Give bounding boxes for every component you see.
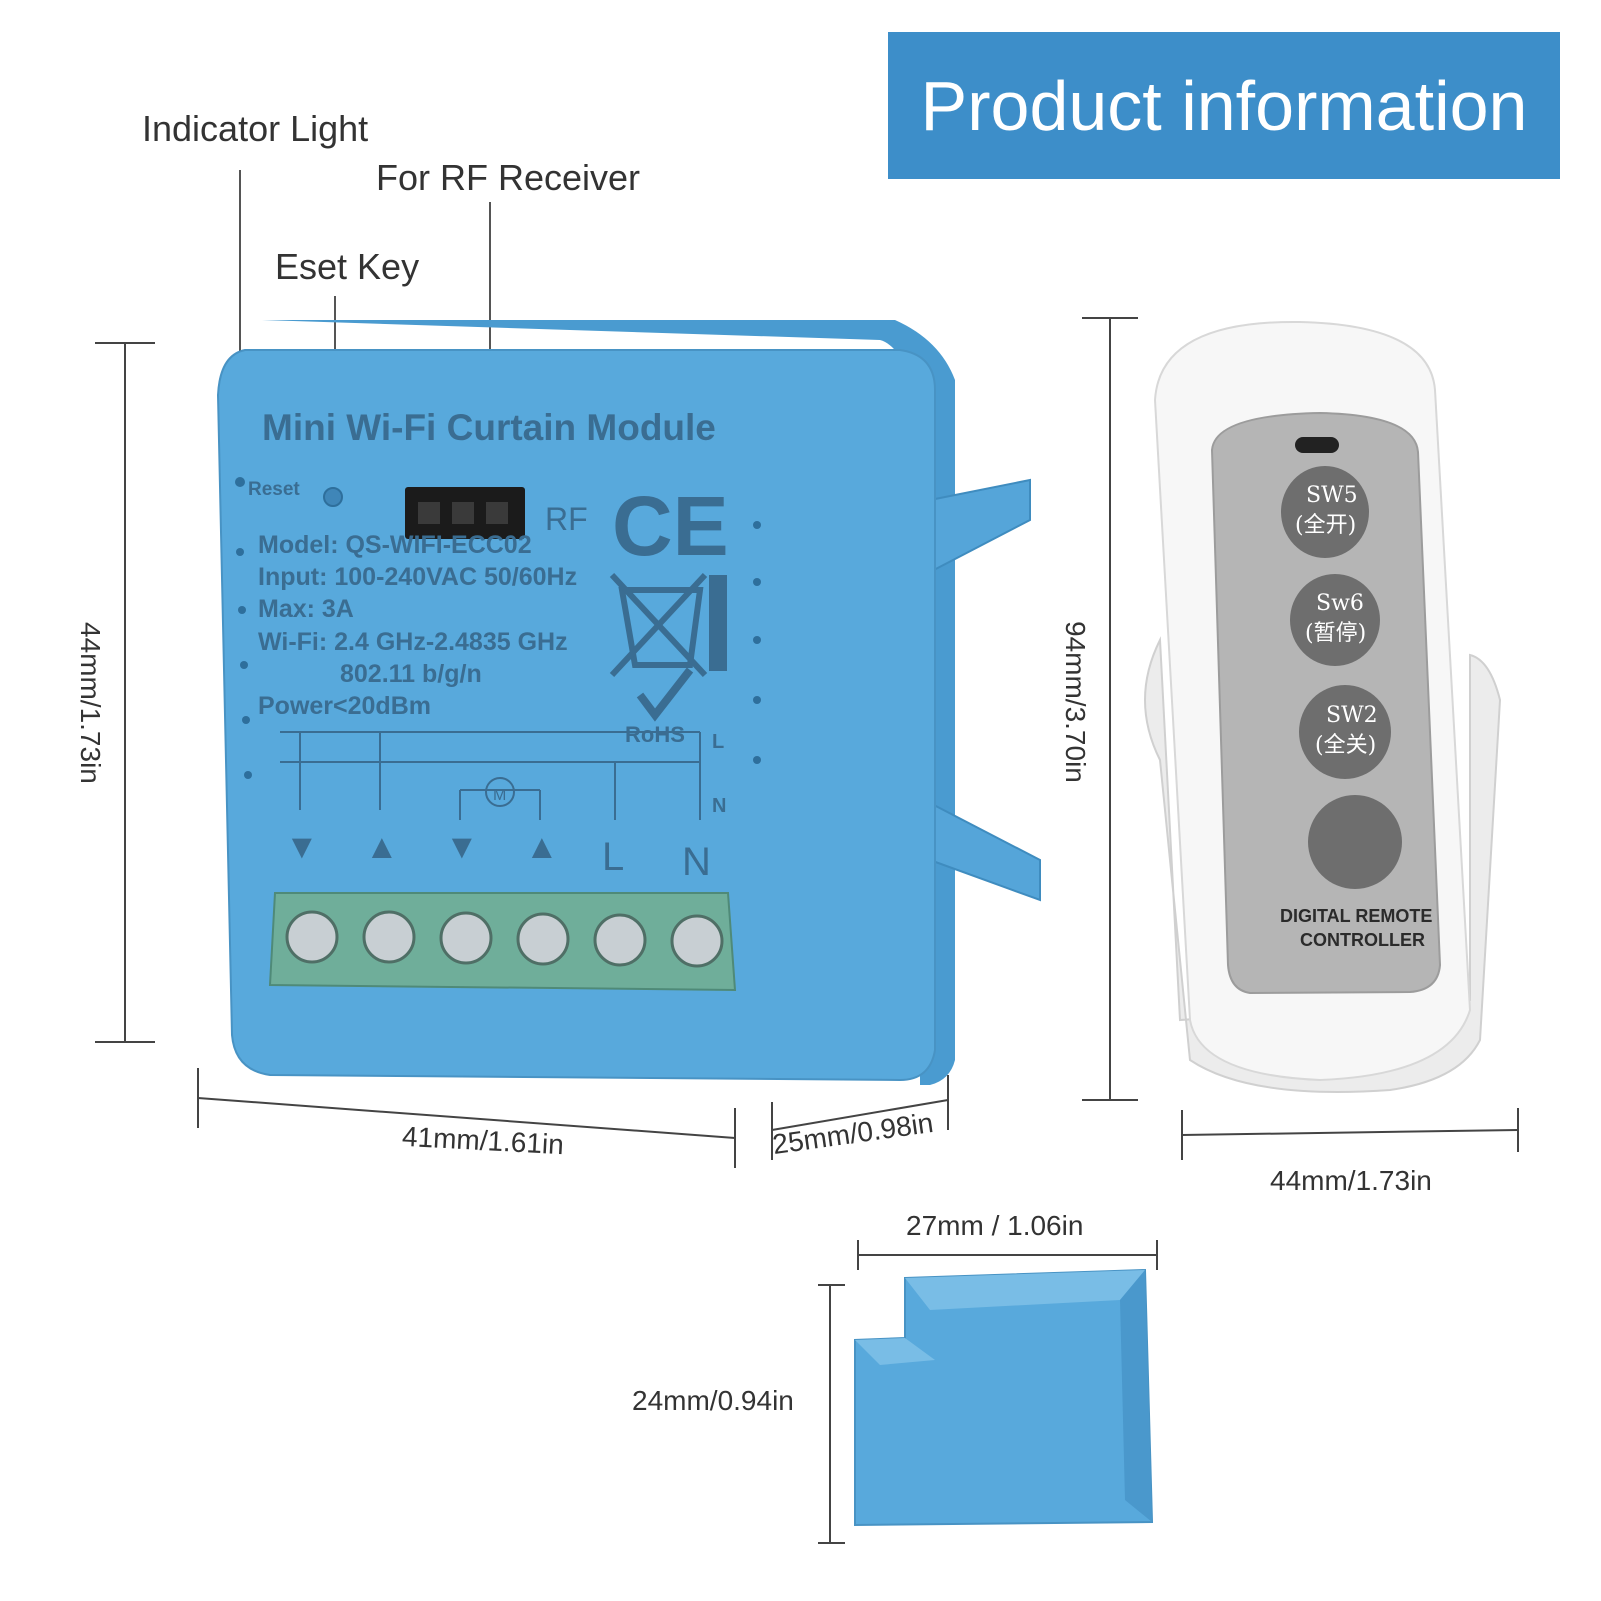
indicator-light-label: Indicator Light bbox=[142, 108, 369, 149]
spec-wifi-standard: 802.11 b/g/n bbox=[340, 660, 482, 688]
clip-width-label: 27mm / 1.06in bbox=[906, 1210, 1084, 1241]
remote-control: SW5 (全开) Sw6 (暂停) SW2 (全关) DIGITAL REMOT… bbox=[1144, 320, 1502, 1093]
terminal-screws bbox=[285, 910, 724, 968]
reset-label: Reset bbox=[248, 479, 300, 500]
remote-brand-line2: CONTROLLER bbox=[1300, 930, 1425, 950]
sw2-code: SW2 bbox=[1326, 703, 1378, 728]
ce-mark: CE bbox=[612, 479, 729, 573]
rf-label: RF bbox=[545, 501, 588, 537]
wifi-curtain-module: Mini Wi-Fi Curtain Module Reset RF CE Ro… bbox=[216, 320, 1041, 1085]
remote-button-sw6 bbox=[1290, 574, 1380, 666]
weee-bin-icon bbox=[609, 572, 727, 678]
spec-power: Power<20dBm bbox=[258, 692, 431, 720]
remote-brand-line1: DIGITAL REMOTE bbox=[1280, 906, 1432, 926]
reset-button-hole bbox=[323, 487, 343, 507]
side-mark-l: L bbox=[712, 731, 724, 753]
terminal-symbol-1: ▼ bbox=[285, 828, 319, 866]
terminal-symbol-4: ▲ bbox=[525, 828, 559, 866]
spec-max: Max: 3A bbox=[258, 595, 354, 623]
sw5-label: (全开) bbox=[1295, 513, 1356, 538]
terminal-symbol-2: ▲ bbox=[365, 828, 399, 866]
terminal-symbol-3: ▼ bbox=[445, 828, 479, 866]
sw5-code: SW5 bbox=[1306, 483, 1358, 508]
rohs-label: RoHS bbox=[625, 722, 685, 747]
rohs-check-icon bbox=[636, 667, 694, 722]
motor-label: M bbox=[493, 787, 506, 804]
remote-button-sw5 bbox=[1281, 466, 1369, 558]
sw2-label: (全关) bbox=[1315, 733, 1376, 758]
spec-input: Input: 100-240VAC 50/60Hz bbox=[258, 563, 577, 591]
remote-button-4 bbox=[1308, 795, 1402, 889]
module-height-label: 44mm/1.73in bbox=[75, 622, 106, 784]
spec-wifi: Wi-Fi: 2.4 GHz-2.4835 GHz bbox=[258, 628, 568, 656]
module-title: Mini Wi-Fi Curtain Module bbox=[262, 407, 716, 448]
rf-receiver-label: For RF Receiver bbox=[376, 157, 641, 198]
terminal-block bbox=[268, 892, 737, 992]
clip-height-label: 24mm/0.94in bbox=[632, 1385, 794, 1416]
remote-led-indicator bbox=[1295, 437, 1339, 453]
mounting-clip bbox=[854, 1268, 1154, 1527]
banner-title: Product information bbox=[920, 66, 1528, 145]
reset-key-label: Eset Key bbox=[275, 246, 420, 287]
sw6-label: (暂停) bbox=[1305, 621, 1366, 646]
product-information-banner: Product information bbox=[888, 32, 1560, 179]
spec-model: Model: QS-WIFI-ECC02 bbox=[258, 531, 532, 559]
terminal-symbol-6: N bbox=[682, 840, 711, 884]
sw6-code: Sw6 bbox=[1316, 591, 1364, 616]
remote-height-label: 94mm/3.70in bbox=[1060, 621, 1091, 783]
terminal-symbol-5: L bbox=[602, 835, 624, 879]
remote-button-sw2 bbox=[1299, 685, 1391, 779]
remote-width-label: 44mm/1.73in bbox=[1270, 1165, 1432, 1196]
wiring-diagram bbox=[280, 731, 701, 820]
dimension-lines bbox=[95, 317, 1519, 1544]
motor-symbol bbox=[485, 777, 515, 807]
side-mark-n: N bbox=[712, 795, 726, 817]
